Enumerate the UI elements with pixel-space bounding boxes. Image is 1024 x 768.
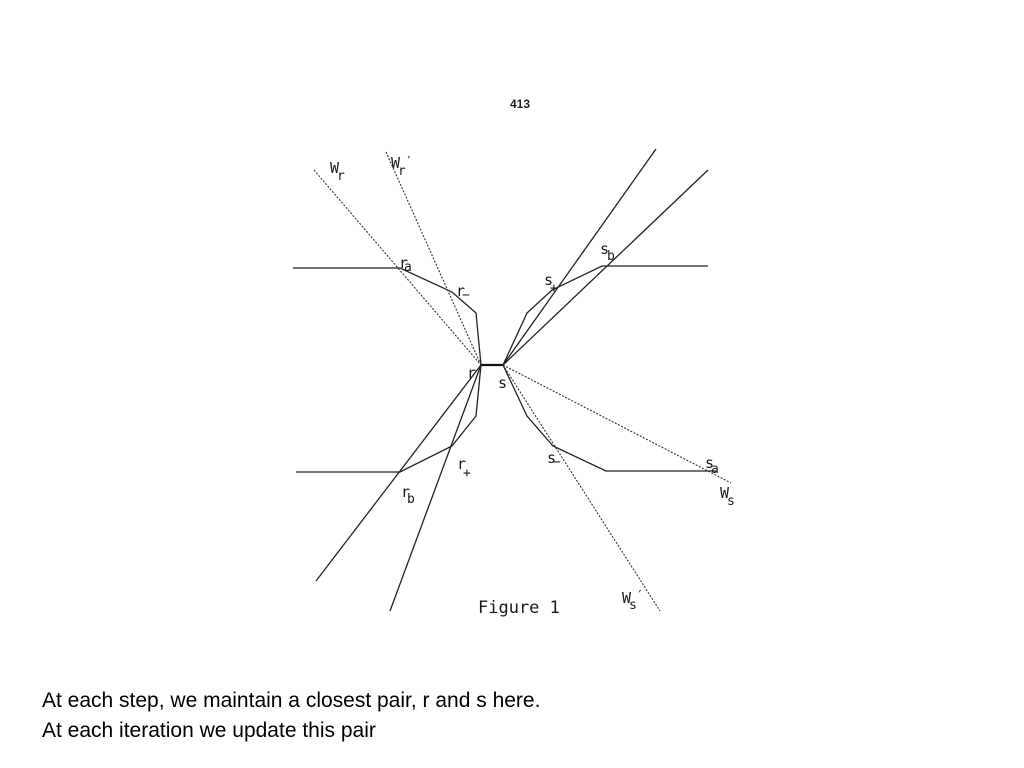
wedge-line-wr: [313, 169, 482, 366]
label-s-minus-sub: −: [553, 455, 561, 470]
figure-caption: Figure 1: [478, 598, 560, 618]
wedge-line-s-upper: [502, 148, 657, 366]
right-polygon-lower-chain: [502, 364, 716, 472]
label-ws-prime-mark: ′: [636, 589, 644, 604]
label-ra: r: [399, 254, 408, 272]
label-ws-prime: W: [622, 589, 632, 607]
wedge-line-ws: [502, 364, 732, 484]
label-sa: s: [705, 454, 714, 472]
wedge-line-r-lower-left: [315, 364, 482, 582]
wedge-line-r-lower: [389, 364, 482, 612]
label-ws-sub: s: [727, 494, 735, 509]
label-r-plus: r: [457, 455, 466, 473]
page-number: 413: [510, 97, 530, 111]
label-sb: s: [600, 240, 609, 258]
label-r-minus-sub: −: [462, 288, 470, 303]
label-wr-prime: W: [391, 154, 401, 172]
label-wr-prime-mark: ′: [405, 155, 413, 170]
label-r: r: [467, 364, 476, 382]
label-wr: W: [330, 159, 340, 177]
label-ws-prime-sub: s: [629, 598, 637, 613]
label-ra-sub: a: [404, 260, 412, 275]
label-s-plus: s: [544, 271, 553, 289]
label-rb-sub: b: [407, 492, 415, 507]
left-polygon-upper-chain: [293, 267, 482, 366]
label-rb: r: [401, 483, 410, 501]
caption-line-2: At each iteration we update this pair: [42, 719, 376, 742]
caption-line-1: At each step, we maintain a closest pair…: [42, 689, 541, 712]
label-s: s: [498, 374, 507, 392]
label-wr-sub: r: [337, 169, 345, 184]
label-ws: W: [720, 484, 730, 502]
label-r-plus-sub: +: [463, 466, 471, 481]
wedge-line-ws-prime: [502, 364, 661, 612]
left-polygon-lower-chain: [296, 364, 482, 473]
slide-caption: At each step, we maintain a closest pair…: [42, 686, 942, 746]
right-polygon-upper-chain: [502, 265, 708, 366]
wedge-line-wr-prime: [385, 151, 482, 366]
label-r-minus: r: [456, 282, 465, 300]
label-wr-prime-sub: r: [398, 164, 406, 179]
label-sb-sub: b: [607, 249, 615, 264]
wedge-line-s-upper-right: [502, 169, 709, 366]
label-sa-sub: a: [711, 462, 719, 477]
label-s-minus: s: [547, 449, 556, 467]
label-s-plus-sub: +: [550, 281, 558, 296]
